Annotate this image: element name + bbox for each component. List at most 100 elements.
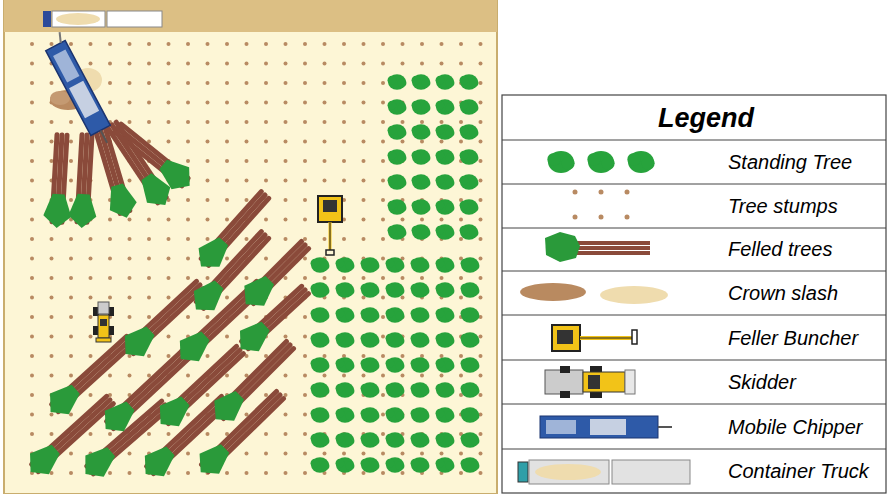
- stump-dot: [459, 140, 463, 144]
- stump-dot: [225, 335, 229, 339]
- stump-dot: [381, 42, 385, 46]
- standing-tree: [436, 74, 455, 89]
- standing-tree: [361, 332, 380, 347]
- standing-tree: [411, 382, 430, 397]
- stump-dot: [69, 413, 73, 417]
- stump-dot: [186, 374, 190, 378]
- stump-dot: [147, 374, 151, 378]
- stump-dot: [206, 81, 210, 85]
- stump-dot: [147, 101, 151, 105]
- stump-dot: [147, 257, 151, 261]
- stump-dot: [303, 120, 307, 124]
- stump-dot: [323, 62, 327, 66]
- stump-dot: [89, 237, 93, 241]
- stump-dot: [89, 62, 93, 66]
- stump-dot: [303, 198, 307, 202]
- standing-tree: [386, 282, 405, 297]
- stump-dot: [342, 42, 346, 46]
- stump-dot: [206, 120, 210, 124]
- stump-dot: [186, 315, 190, 319]
- standing-tree: [388, 174, 407, 189]
- stump-dot: [30, 120, 34, 124]
- stump-dot: [342, 159, 346, 163]
- standing-tree: [436, 357, 455, 372]
- stump-dot: [167, 140, 171, 144]
- stump-dot: [50, 335, 54, 339]
- stump-dot: [381, 257, 385, 261]
- stump-dot: [362, 120, 366, 124]
- stump-dot: [147, 315, 151, 319]
- standing-tree: [386, 457, 405, 472]
- standing-tree: [411, 432, 430, 447]
- standing-tree: [436, 282, 455, 297]
- stump-dot: [30, 432, 34, 436]
- stump-dot: [147, 120, 151, 124]
- stump-dot: [440, 354, 444, 358]
- stump-dot: [69, 159, 73, 163]
- stump-dot: [401, 42, 405, 46]
- standing-tree: [436, 432, 455, 447]
- standing-tree: [388, 224, 407, 239]
- stump-dot: [362, 159, 366, 163]
- stump-dot: [440, 140, 444, 144]
- felled-tree: [244, 241, 308, 305]
- stump-dot: [401, 140, 405, 144]
- standing-tree: [436, 199, 455, 214]
- stump-dot: [284, 179, 288, 183]
- stump-dot: [284, 42, 288, 46]
- stump-dot: [128, 276, 132, 280]
- stump-dot: [206, 42, 210, 46]
- stump-dot: [30, 237, 34, 241]
- stump-dot: [128, 62, 132, 66]
- stump-dot: [89, 276, 93, 280]
- standing-tree: [460, 199, 479, 214]
- stump-dot: [303, 471, 307, 475]
- stump-dot: [206, 432, 210, 436]
- stump-dot: [323, 159, 327, 163]
- stump-dot: [225, 179, 229, 183]
- stump-dot: [303, 140, 307, 144]
- stump-dot: [245, 276, 249, 280]
- felled-tree: [43, 135, 71, 228]
- stump-dot: [30, 393, 34, 397]
- standing-tree: [386, 407, 405, 422]
- stump-dot: [186, 218, 190, 222]
- standing-tree: [311, 357, 330, 372]
- standing-tree: [336, 257, 355, 272]
- stump-dot: [264, 218, 268, 222]
- standing-tree: [436, 174, 455, 189]
- stump-dot: [147, 354, 151, 358]
- stump-dot: [206, 237, 210, 241]
- stump-dot: [362, 81, 366, 85]
- stump-dot: [401, 62, 405, 66]
- standing-tree: [336, 332, 355, 347]
- stump-dot: [225, 81, 229, 85]
- stump-dot: [479, 354, 483, 358]
- stump-dot: [30, 354, 34, 358]
- stump-dot: [303, 159, 307, 163]
- feller-buncher: [318, 196, 342, 255]
- stump-dot: [50, 432, 54, 436]
- stump-dot: [381, 276, 385, 280]
- stump-dot: [186, 159, 190, 163]
- stump-dot: [284, 101, 288, 105]
- stump-dot: [401, 218, 405, 222]
- stump-dot: [245, 179, 249, 183]
- standing-tree: [361, 407, 380, 422]
- stump-dot: [303, 62, 307, 66]
- legend-text-holder: Crown slash: [728, 282, 838, 305]
- stump-dot: [128, 471, 132, 475]
- stump-dot: [108, 81, 112, 85]
- stump-dot: [69, 120, 73, 124]
- stump-dot: [420, 218, 424, 222]
- standing-tree: [411, 257, 430, 272]
- standing-tree: [388, 74, 407, 89]
- stump-dot: [128, 237, 132, 241]
- stump-dot: [381, 471, 385, 475]
- standing-tree: [412, 149, 431, 164]
- stump-dot: [30, 296, 34, 300]
- harvest-site: [4, 0, 497, 494]
- stump-dot: [147, 218, 151, 222]
- stump-dot: [284, 374, 288, 378]
- stump-dot: [440, 62, 444, 66]
